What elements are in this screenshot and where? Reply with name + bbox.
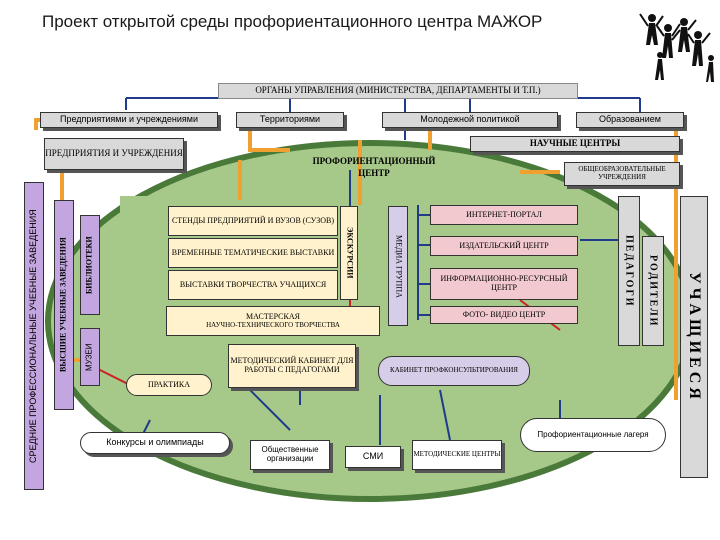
publishing-box: ИЗДАТЕЛЬСКИЙ ЦЕНТР: [430, 236, 578, 256]
schools-box: ОБЩЕОБРАЗОВАТЕЛЬНЫЕ УЧРЕЖДЕНИЯ: [564, 162, 680, 186]
info-center-label: ИНФОРМАЦИОННО-РЕСУРСНЫЙ ЦЕНТР: [440, 274, 568, 292]
camps-box: Профориентационные лагеря: [520, 418, 666, 452]
science-centers-box: НАУЧНЫЕ ЦЕНТРЫ: [470, 136, 680, 152]
contests-label: Конкурсы и олимпиады: [106, 437, 204, 448]
youth-policy-label: Молодежной политикой: [420, 114, 520, 125]
method-centers-label: МЕТОДИЧЕСКИЕ ЦЕНТРЫ: [413, 450, 501, 459]
method-centers-box: МЕТОДИЧЕСКИЕ ЦЕНТРЫ: [412, 440, 502, 470]
creative-exhibitions-label: ВЫСТАВКИ ТВОРЧЕСТВА УЧАЩИХСЯ: [179, 279, 327, 289]
consult-office-box: КАБИНЕТ ПРОФКОНСУЛЬТИРОВАНИЯ: [378, 356, 530, 386]
internet-portal-label: ИНТЕРНЕТ-ПОРТАЛ: [466, 209, 542, 219]
public-orgs-label: Общественные организации: [261, 445, 319, 463]
territories-box: Территориями: [236, 112, 344, 128]
practice-label: ПРАКТИКА: [147, 379, 191, 389]
students-label: УЧАЩИЕСЯ: [685, 271, 703, 403]
media-group-label: МЕДИА ГРУППА: [394, 234, 404, 298]
info-center-box: ИНФОРМАЦИОННО-РЕСУРСНЫЙ ЦЕНТР: [430, 268, 578, 300]
camps-label: Профориентационные лагеря: [537, 429, 649, 439]
contests-box: Конкурсы и олимпиады: [80, 432, 230, 454]
creative-exhibitions-box: ВЫСТАВКИ ТВОРЧЕСТВА УЧАЩИХСЯ: [168, 270, 338, 300]
territories-label: Территориями: [259, 114, 321, 125]
internet-portal-box: ИНТЕРНЕТ-ПОРТАЛ: [430, 205, 578, 225]
students-box: УЧАЩИЕСЯ: [680, 196, 708, 478]
excursions-box: ЭКСКУРСИИ: [340, 206, 358, 300]
smi-label: СМИ: [362, 451, 384, 462]
libraries-box: БИБЛИОТЕКИ: [80, 215, 100, 315]
youth-policy-box: Молодежной политикой: [382, 112, 558, 128]
enterprises-management-label: Предприятиями и учреждениями: [59, 114, 199, 125]
enterprises-org-label: ПРЕДПРИЯТИЯ И УЧРЕЖДЕНИЯ: [45, 148, 183, 159]
page-title: Проект открытой среды профориентационног…: [42, 12, 543, 31]
stands-box: СТЕНДЫ ПРЕДПРИЯТИЙ И ВУЗОВ (СУЗОВ): [168, 206, 338, 236]
vocational-schools-box: СРЕДНИЕ ПРОФЕССИОНАЛЬНЫЕ УЧЕБНЫЕ ЗАВЕДЕН…: [24, 182, 44, 490]
publishing-label: ИЗДАТЕЛЬСКИЙ ЦЕНТР: [459, 240, 549, 250]
science-centers-label: НАУЧНЫЕ ЦЕНТРЫ: [529, 138, 621, 149]
vocational-schools-label: СРЕДНИЕ ПРОФЕССИОНАЛЬНЫЕ УЧЕБНЫЕ ЗАВЕДЕН…: [28, 209, 39, 463]
teachers-box: ПЕДАГОГИ: [618, 196, 640, 346]
method-office-box: МЕТОДИЧЕСКИЙ КАБИНЕТ ДЛЯ РАБОТЫ С ПЕДАГО…: [228, 344, 356, 388]
governance-label: ОРГАНЫ УПРАВЛЕНИЯ (МИНИСТЕРСТВА, ДЕПАРТА…: [255, 85, 541, 96]
excursions-label: ЭКСКУРСИИ: [345, 227, 355, 279]
schools-label: ОБЩЕОБРАЗОВАТЕЛЬНЫЕ УЧРЕЖДЕНИЯ: [578, 165, 666, 181]
method-office-label: МЕТОДИЧЕСКИЙ КАБИНЕТ ДЛЯ РАБОТЫ С ПЕДАГО…: [230, 356, 354, 374]
education-box: Образованием: [576, 112, 684, 128]
museums-box: МУЗЕИ: [80, 328, 100, 386]
higher-ed-label: ВЫСШИЕ УЧЕБНЫЕ ЗАВЕДЕНИЯ: [58, 237, 68, 373]
museums-label: МУЗЕИ: [84, 343, 94, 371]
enterprises-management-box: Предприятиями и учреждениями: [40, 112, 218, 128]
education-label: Образованием: [599, 114, 661, 125]
workshop-label: МАСТЕРСКАЯ: [246, 311, 300, 321]
center-label: ПРОФОРИЕНТАЦИОННЫЙ ЦЕНТР: [312, 156, 436, 178]
media-group-box: МЕДИА ГРУППА: [388, 206, 408, 326]
temporary-exhibitions-box: ВРЕМЕННЫЕ ТЕМАТИЧЕСКИЕ ВЫСТАВКИ: [168, 238, 338, 268]
photo-video-label: ФОТО- ВИДЕО ЦЕНТР: [462, 309, 546, 319]
temporary-exhibitions-label: ВРЕМЕННЫЕ ТЕМАТИЧЕСКИЕ ВЫСТАВКИ: [171, 247, 335, 257]
workshop-box: МАСТЕРСКАЯ НАУЧНО-ТЕХНИЧЕСКОГО ТВОРЧЕСТВ…: [166, 306, 380, 336]
dancers-logo: [639, 13, 714, 82]
parents-box: РОДИТЕЛИ: [642, 236, 664, 346]
governance-box: ОРГАНЫ УПРАВЛЕНИЯ (МИНИСТЕРСТВА, ДЕПАРТА…: [218, 83, 578, 99]
practice-box: ПРАКТИКА: [126, 374, 212, 396]
consult-office-label: КАБИНЕТ ПРОФКОНСУЛЬТИРОВАНИЯ: [390, 366, 518, 375]
higher-ed-box: ВЫСШИЕ УЧЕБНЫЕ ЗАВЕДЕНИЯ: [54, 200, 74, 410]
photo-video-box: ФОТО- ВИДЕО ЦЕНТР: [430, 306, 578, 324]
smi-box: СМИ: [345, 446, 401, 468]
public-orgs-box: Общественные организации: [250, 440, 330, 470]
teachers-label: ПЕДАГОГИ: [623, 234, 635, 308]
stands-label: СТЕНДЫ ПРЕДПРИЯТИЙ И ВУЗОВ (СУЗОВ): [171, 215, 335, 225]
parents-label: РОДИТЕЛИ: [647, 254, 659, 328]
enterprises-org-box: ПРЕДПРИЯТИЯ И УЧРЕЖДЕНИЯ: [44, 138, 184, 170]
libraries-label: БИБЛИОТЕКИ: [84, 236, 94, 294]
workshop-sub-label: НАУЧНО-ТЕХНИЧЕСКОГО ТВОРЧЕСТВА: [206, 320, 340, 329]
